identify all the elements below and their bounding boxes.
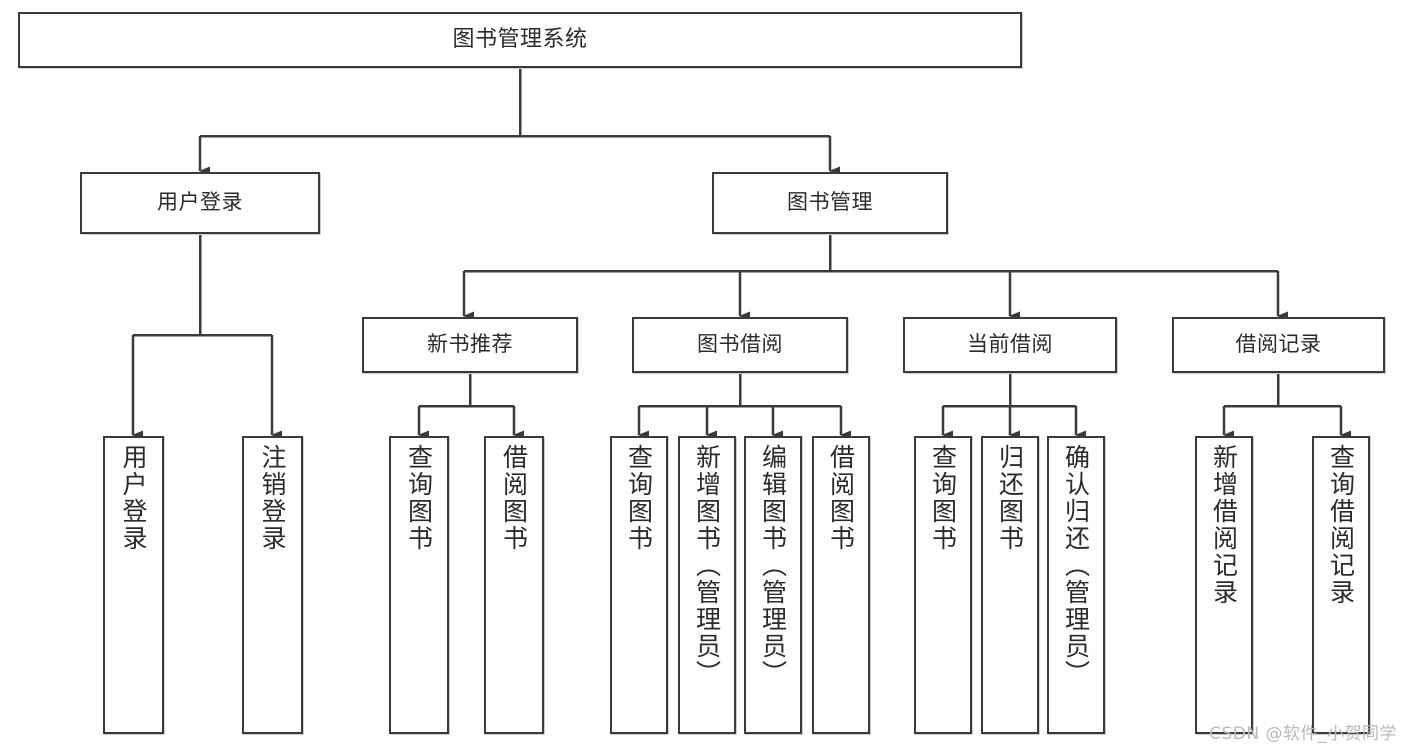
node-label-current-borrow: 当前借阅 — [967, 332, 1053, 357]
node-label-root: 图书管理系统 — [452, 26, 588, 52]
node-leaf-add-book-admin[interactable]: 新增图书（管理员） — [678, 436, 736, 734]
node-book-borrow[interactable]: 图书借阅 — [632, 317, 848, 373]
node-label-leaf-return-book: 归还图书 — [995, 444, 1025, 552]
node-leaf-confirm-return-admin[interactable]: 确认归还（管理员） — [1047, 436, 1105, 734]
node-leaf-query-book-recommend[interactable]: 查询图书 — [389, 436, 449, 734]
node-label-leaf-add-borrow-record: 新增借阅记录 — [1209, 444, 1239, 606]
node-label-leaf-query-book-borrow: 查询图书 — [624, 444, 654, 552]
node-label-leaf-query-borrow-record: 查询借阅记录 — [1326, 444, 1356, 606]
node-leaf-return-book[interactable]: 归还图书 — [981, 436, 1039, 734]
node-leaf-add-borrow-record[interactable]: 新增借阅记录 — [1195, 436, 1253, 734]
node-leaf-user-logout[interactable]: 注销登录 — [242, 436, 303, 734]
node-leaf-query-borrow-record[interactable]: 查询借阅记录 — [1312, 436, 1370, 734]
node-new-book-recommend[interactable]: 新书推荐 — [362, 317, 578, 373]
node-leaf-borrow-book[interactable]: 借阅图书 — [812, 436, 870, 734]
node-leaf-query-book-current[interactable]: 查询图书 — [914, 436, 972, 734]
node-leaf-query-book-borrow[interactable]: 查询图书 — [610, 436, 668, 734]
node-label-new-book-recommend: 新书推荐 — [427, 332, 513, 357]
node-label-leaf-query-book-current: 查询图书 — [928, 444, 958, 552]
node-label-leaf-user-logout: 注销登录 — [258, 444, 287, 552]
node-label-leaf-user-login: 用户登录 — [119, 444, 148, 552]
node-label-leaf-borrow-book: 借阅图书 — [826, 444, 856, 552]
node-root[interactable]: 图书管理系统 — [18, 12, 1022, 68]
node-label-leaf-query-book-recommend: 查询图书 — [404, 444, 434, 552]
node-user-login[interactable]: 用户登录 — [80, 172, 320, 234]
connector-lines — [131, 68, 1351, 440]
node-label-book-management: 图书管理 — [787, 190, 873, 215]
watermark-label: CSDN @软件_小贺同学 — [1209, 724, 1397, 744]
node-label-leaf-borrow-book-recommend: 借阅图书 — [499, 444, 529, 552]
node-leaf-user-login[interactable]: 用户登录 — [103, 436, 164, 734]
node-label-borrow-record: 借阅记录 — [1235, 332, 1322, 357]
node-leaf-edit-book-admin[interactable]: 编辑图书（管理员） — [744, 436, 802, 734]
node-borrow-record[interactable]: 借阅记录 — [1172, 317, 1385, 373]
node-label-user-login: 用户登录 — [157, 190, 243, 215]
node-leaf-borrow-book-recommend[interactable]: 借阅图书 — [484, 436, 544, 734]
node-label-leaf-edit-book-admin: 编辑图书（管理员） — [758, 444, 788, 687]
node-label-book-borrow: 图书借阅 — [697, 332, 783, 357]
node-label-leaf-add-book-admin: 新增图书（管理员） — [692, 444, 722, 687]
node-label-leaf-confirm-return-admin: 确认归还（管理员） — [1061, 444, 1091, 687]
node-current-borrow[interactable]: 当前借阅 — [903, 317, 1117, 373]
node-book-management[interactable]: 图书管理 — [712, 172, 948, 234]
